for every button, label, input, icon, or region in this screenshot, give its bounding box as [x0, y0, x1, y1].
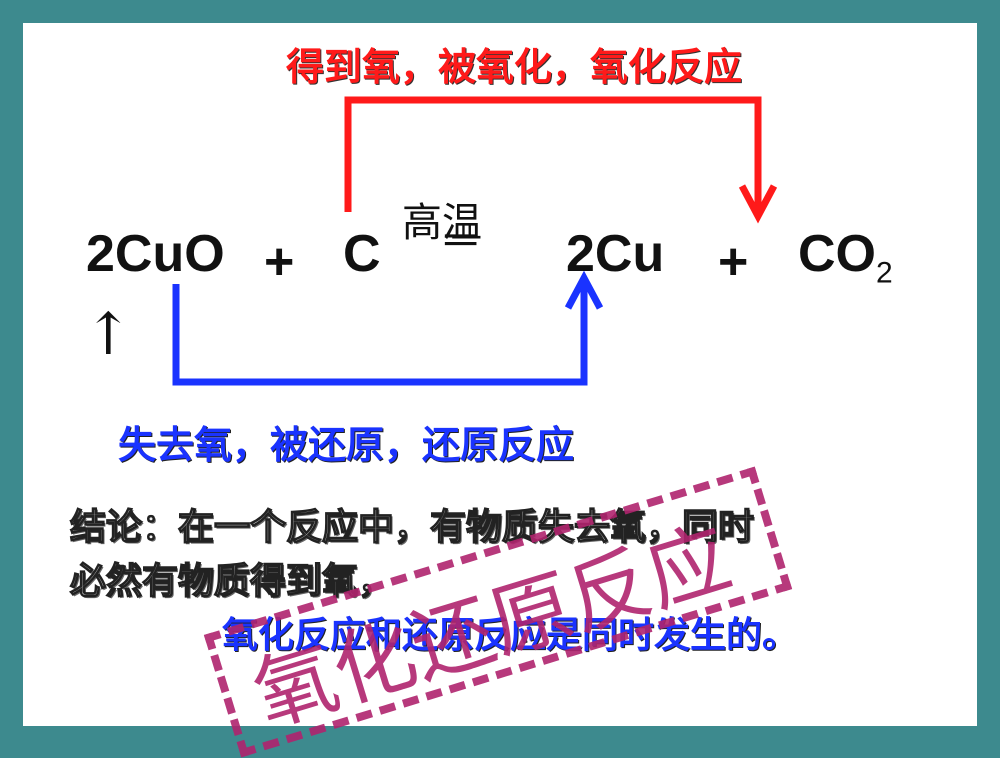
oxidation-label: 得到氧，被氧化，氧化反应 [286, 45, 743, 89]
slide [23, 23, 977, 726]
gas-up-arrow: ↑ [84, 300, 133, 368]
reactant-c: C [343, 225, 381, 283]
plus-sign-2: + [718, 233, 749, 291]
reactant-cuo: 2CuO [86, 225, 225, 283]
conclusion-line-3: 氧化反应和还原反应是同时发生的。 [222, 615, 799, 656]
reduction-label: 失去氧，被还原，还原反应 [118, 423, 575, 467]
reduction-arrow-head [564, 270, 604, 310]
product-cu: 2Cu [566, 225, 665, 283]
product-co2-formula: CO [798, 225, 876, 283]
plus-sign-1: + [264, 233, 295, 291]
product-co2-subscript: 2 [876, 256, 893, 290]
product-co2: CO2 [798, 224, 893, 290]
oxidation-arrow-head [738, 184, 778, 224]
reduction-arrow [172, 284, 588, 386]
equals-sign: ═ [445, 214, 477, 263]
conclusion-line-1: 结论：在一个反应中，有物质失去氧，同时 [69, 506, 755, 548]
reaction-condition: 高温 [402, 200, 482, 246]
oxidation-arrow [344, 96, 762, 212]
conclusion-line-2: 必然有物质得到氧， [69, 560, 395, 602]
